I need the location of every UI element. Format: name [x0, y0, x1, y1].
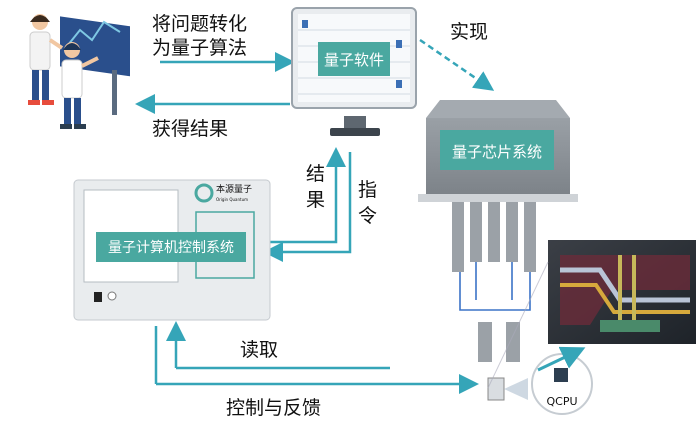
brand-name: 本源量子 — [216, 183, 252, 195]
quantum-software-label: 量子软件 — [324, 51, 384, 69]
software-monitor: 量子软件 — [291, 7, 417, 136]
control-system-box — [96, 232, 246, 262]
label-result-2: 果 — [306, 189, 325, 211]
chip-micrograph — [487, 240, 696, 389]
quantum-software-box — [318, 42, 390, 76]
qcpu-label: QCPU — [546, 395, 577, 408]
label-implement: 实现 — [450, 21, 488, 43]
label-instruction-1: 指 — [358, 179, 377, 201]
label-convert-line1: 将问题转化 — [152, 13, 247, 35]
quantum-chip-system: 量子芯片系统 — [418, 100, 578, 401]
brand-sub: Origin Quantum — [216, 197, 248, 202]
quantum-chip-label: 量子芯片系统 — [452, 143, 542, 161]
label-control-feedback: 控制与反馈 — [226, 397, 321, 419]
label-instruction-2: 令 — [358, 205, 377, 227]
scientists-illustration — [28, 14, 130, 129]
quantum-chip-box — [440, 130, 554, 170]
qcpu-badge: QCPU — [531, 346, 593, 415]
results-vertical-arrow — [268, 147, 346, 244]
control-system-label: 量子计算机控制系统 — [108, 240, 234, 256]
control-system-device: 本源量子 Origin Quantum 量子计算机控制系统 — [73, 179, 271, 321]
label-read: 读取 — [240, 339, 278, 361]
label-get-results: 获得结果 — [152, 118, 228, 140]
label-convert-line2: 为量子算法 — [152, 37, 247, 59]
label-result-1: 结 — [306, 163, 325, 185]
implement-arrow — [419, 38, 495, 91]
instruction-vertical-arrow — [263, 152, 352, 262]
